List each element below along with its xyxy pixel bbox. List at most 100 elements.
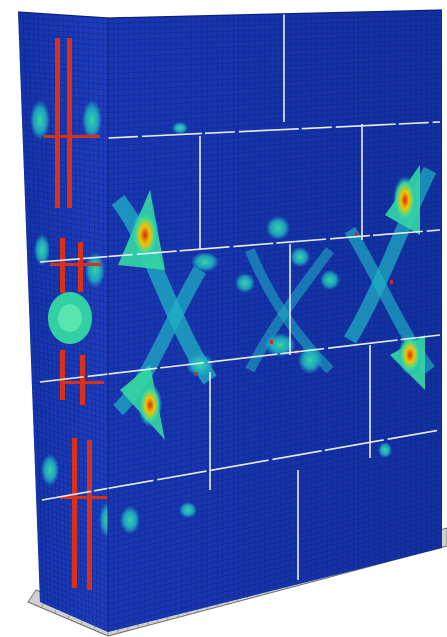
mesh-line	[25, 226, 108, 242]
mesh-line	[18, 33, 108, 41]
mesh-line	[108, 14, 442, 24]
mesh-line	[108, 34, 442, 47]
mesh-line	[31, 381, 108, 404]
side-damage-contours	[30, 100, 108, 538]
mesh-line	[19, 60, 108, 69]
mesh-line	[108, 459, 442, 532]
mesh-line	[108, 410, 442, 476]
wall-side-face	[18, 12, 116, 632]
mesh-line	[24, 188, 108, 203]
mesh-line	[108, 391, 442, 454]
mesh-line	[30, 338, 108, 359]
mesh-line	[108, 342, 442, 398]
mesh-line	[20, 92, 108, 102]
mesh-line	[25, 210, 108, 225]
mesh-line	[22, 145, 108, 158]
rebar-group	[44, 38, 116, 590]
mesh-line	[30, 360, 108, 382]
mesh-line	[38, 574, 108, 605]
mesh-line	[108, 376, 442, 437]
mesh-line	[18, 38, 108, 47]
mesh-line	[108, 469, 442, 543]
mesh-line	[32, 403, 108, 426]
mesh-line	[108, 127, 442, 153]
mesh-line	[108, 112, 442, 136]
joint-cracks	[39, 14, 441, 580]
mesh-line	[108, 415, 442, 482]
mesh-line	[108, 78, 442, 97]
mesh-line	[23, 151, 108, 164]
mesh-line	[108, 29, 442, 41]
mesh-line	[108, 347, 442, 404]
mesh-line	[108, 63, 442, 80]
mesh-line	[108, 176, 442, 209]
mesh-line	[108, 171, 442, 203]
mesh-line	[108, 401, 442, 465]
mesh-line	[108, 141, 442, 169]
mesh-line	[108, 39, 442, 52]
mesh-line	[108, 97, 442, 119]
mesh-line	[24, 194, 108, 209]
mesh-line	[108, 19, 442, 30]
mesh-line	[20, 76, 108, 86]
mesh-line	[108, 537, 442, 622]
mesh-line	[19, 65, 108, 75]
mesh-line	[108, 53, 442, 69]
mesh-line	[108, 513, 442, 594]
mesh-line	[108, 68, 442, 86]
mesh-line	[108, 518, 442, 599]
mesh-line	[108, 24, 442, 35]
mesh-line	[39, 591, 108, 622]
mesh-line	[33, 430, 108, 454]
mesh-line	[108, 73, 442, 91]
mesh-line	[23, 167, 108, 181]
mesh-line	[108, 508, 442, 588]
mesh-line	[23, 161, 108, 175]
mesh-line	[108, 420, 442, 488]
mesh-line	[108, 185, 442, 220]
mesh-line	[108, 224, 442, 264]
mesh-line	[31, 387, 108, 409]
mesh-line	[27, 279, 108, 298]
mesh-line	[20, 86, 108, 97]
mesh-line	[33, 440, 108, 465]
mesh-line	[108, 88, 442, 108]
mesh-line	[108, 533, 442, 616]
mesh-line	[39, 580, 108, 610]
mesh-line	[108, 352, 442, 409]
mesh-line	[108, 449, 442, 521]
plate-tick	[27, 589, 37, 603]
mesh-line	[27, 274, 108, 292]
mesh-line	[39, 585, 108, 616]
wall-front-face	[39, 10, 442, 632]
mesh-line	[108, 464, 442, 538]
mesh-line	[108, 396, 442, 460]
mesh-line	[31, 376, 108, 398]
mesh-line	[108, 493, 442, 571]
mesh-line	[24, 199, 108, 214]
mesh-line	[24, 183, 108, 197]
mesh-line	[108, 479, 442, 555]
mesh-line	[22, 140, 108, 153]
mesh-line	[30, 355, 108, 376]
mesh-line	[108, 489, 442, 566]
mesh-line	[108, 58, 442, 75]
mesh-line	[108, 542, 442, 627]
mesh-line	[32, 414, 108, 437]
mesh-line	[108, 498, 442, 577]
mesh-line	[108, 229, 442, 270]
mesh-line	[108, 371, 442, 432]
mesh-line	[108, 195, 442, 231]
mesh-line	[24, 178, 108, 192]
mesh-line	[23, 172, 108, 186]
mesh-line	[108, 146, 442, 175]
mesh-line	[19, 43, 108, 52]
mesh-line	[108, 381, 442, 443]
mesh-line	[20, 81, 108, 91]
mesh-line	[20, 70, 108, 80]
mesh-line	[108, 337, 442, 393]
mesh-line	[108, 136, 442, 164]
mesh-line	[108, 361, 442, 421]
mesh-line	[108, 405, 442, 471]
